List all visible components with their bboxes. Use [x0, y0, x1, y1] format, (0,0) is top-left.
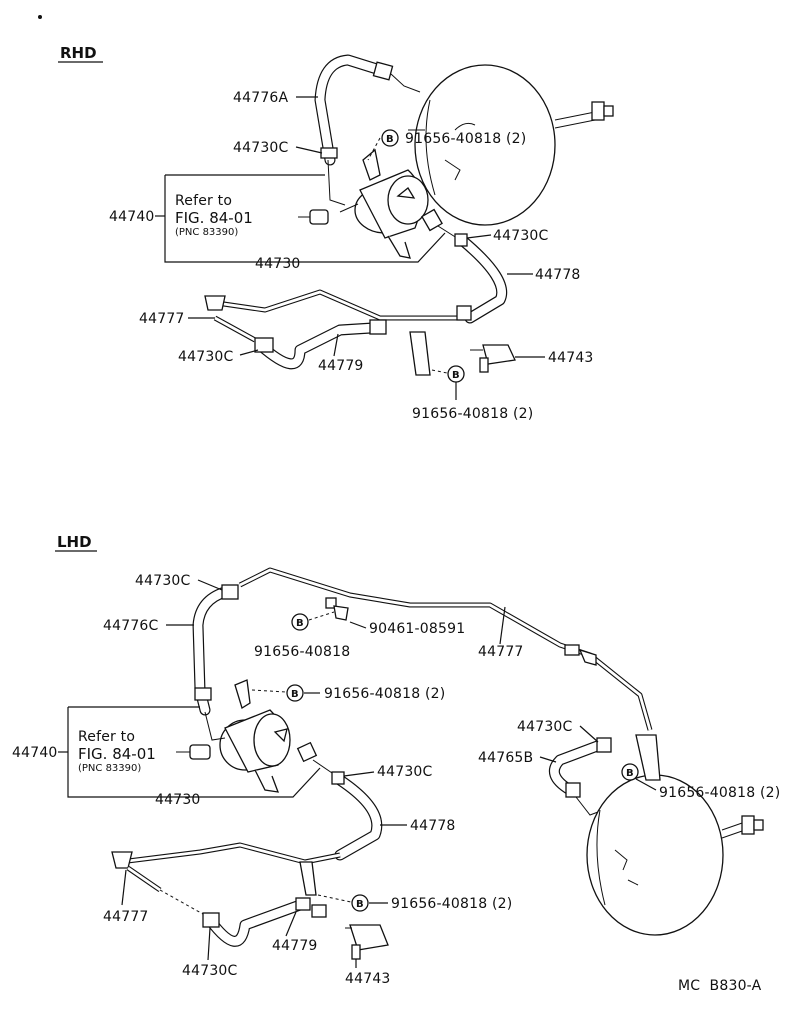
lhd-label-refer-to: Refer to	[78, 729, 135, 745]
lhd-bolt-leader-lower	[317, 894, 352, 903]
rhd-label-bolt-top: 91656-40818 (2)	[405, 131, 526, 147]
lhd-bolt-marker-bracket-text: B	[291, 689, 299, 700]
lhd-leader-44730c-bottom	[207, 927, 211, 961]
rhd-section: RHD	[58, 44, 614, 422]
rhd-hose-44779	[254, 319, 387, 370]
lhd-canister	[219, 679, 291, 793]
rhd-label-44740: 44740	[109, 209, 155, 225]
rhd-clamp-top-part	[320, 147, 338, 159]
rhd-leader-44730c-bottom	[239, 349, 259, 356]
rhd-label-44778: 44778	[535, 267, 581, 283]
lhd-label-44730c-right: 44730C	[377, 764, 433, 780]
lhd-hose-44776c	[192, 584, 239, 716]
rhd-label-44730c-top: 44730C	[233, 140, 289, 156]
rhd-brake-booster	[408, 64, 614, 226]
rhd-label-44730c-bottom: 44730C	[178, 349, 234, 365]
lhd-bolt-marker-lower-text: B	[356, 899, 364, 910]
lhd-valve-small	[176, 744, 211, 760]
lhd-label-90461: 90461-08591	[369, 621, 465, 637]
rhd-hose-44776a	[314, 54, 421, 166]
rhd-bolt-leader-bottom	[431, 369, 448, 374]
rhd-label-44743: 44743	[548, 350, 594, 366]
rhd-label-44776a: 44776A	[233, 90, 289, 106]
lhd-label-fig-ref: FIG. 84-01	[78, 745, 156, 763]
rhd-label-bolt-bottom: 91656-40818 (2)	[412, 406, 533, 422]
lhd-section: LHD	[12, 533, 780, 987]
rhd-bolt-marker-bottom-text: B	[452, 370, 460, 381]
lhd-label-bolt-lower: 91656-40818 (2)	[391, 896, 512, 912]
rhd-leader-44730c-top	[295, 146, 323, 154]
lhd-leader-44777-left	[121, 869, 127, 906]
rhd-valve-small	[298, 209, 329, 225]
lhd-leader-44765b	[539, 756, 557, 763]
rhd-callout-bracket	[164, 175, 446, 263]
rhd-pipe-to-canister	[327, 159, 346, 206]
rhd-bolt-leader-top	[367, 137, 381, 161]
lhd-leader-44779	[285, 911, 297, 937]
lhd-leader-44777-top	[499, 606, 506, 645]
lhd-bolt-marker-far	[621, 763, 639, 781]
lhd-leader-44730c-right	[343, 771, 375, 777]
lhd-bolt-marker-far-text: B	[626, 768, 634, 779]
lhd-leader-90461	[349, 621, 367, 629]
lhd-bolt-marker-lower	[351, 894, 369, 912]
rhd-lower-bracket	[409, 305, 472, 376]
lhd-canister-left-pipe	[204, 711, 226, 741]
lhd-label-44778: 44778	[410, 818, 456, 834]
lhd-label-44730c-bottom: 44730C	[182, 963, 238, 979]
lhd-leader-bolt-far	[635, 778, 657, 791]
lhd-label-44740: 44740	[12, 745, 58, 761]
lhd-bolt-leader-bracket	[251, 689, 287, 693]
rhd-label-44730: 44730	[255, 256, 301, 272]
lhd-label-44730: 44730	[155, 792, 201, 808]
lhd-pipe-44777-top	[238, 567, 653, 731]
lhd-label-44777-top: 44777	[478, 644, 524, 660]
lhd-pipe-44777-left	[111, 842, 341, 919]
lhd-label-44765b: 44765B	[478, 750, 533, 766]
lhd-label-bolt-a: 91656-40818	[254, 644, 350, 660]
lhd-valve-44743	[345, 924, 389, 960]
rhd-pipe-44777	[204, 289, 470, 343]
lhd-label-44730c-top: 44730C	[135, 573, 191, 589]
lhd-label-44730c-far: 44730C	[517, 719, 573, 735]
lhd-leader-44730c-far	[579, 725, 599, 743]
rhd-canister	[354, 148, 429, 259]
rhd-label-pnc: (PNC 83390)	[175, 227, 238, 238]
rhd-label-44777: 44777	[139, 311, 185, 327]
rhd-bolt-marker-top	[381, 129, 399, 147]
corner-dot	[38, 15, 42, 19]
lhd-brake-booster	[586, 774, 764, 936]
lhd-label-44776c: 44776C	[103, 618, 159, 634]
rhd-bolt-marker-top-text: B	[386, 134, 394, 145]
lhd-hose-44779	[202, 861, 327, 947]
lhd-bolt-marker-a-text: B	[296, 618, 304, 629]
lhd-label-44779: 44779	[272, 938, 318, 954]
rhd-valve-44743	[470, 344, 516, 373]
rhd-label-refer-to: Refer to	[175, 193, 232, 209]
lhd-leader-44730c-top	[197, 579, 223, 591]
lhd-label-pnc: (PNC 83390)	[78, 763, 141, 774]
rhd-hose-44778	[421, 208, 508, 324]
lhd-title: LHD	[57, 533, 92, 551]
lhd-label-44743: 44743	[345, 971, 391, 987]
lhd-bracket-90461	[325, 597, 349, 621]
rhd-canister-left-pipe	[339, 203, 359, 213]
lhd-hose-44765b	[548, 734, 661, 816]
lhd-label-44777-left: 44777	[103, 909, 149, 925]
rhd-label-44779: 44779	[318, 358, 364, 374]
lhd-bolt-marker-bracket	[286, 684, 304, 702]
lhd-label-bolt-bracket: 91656-40818 (2)	[324, 686, 445, 702]
rhd-label-fig-ref: FIG. 84-01	[175, 209, 253, 227]
lhd-label-bolt-far: 91656-40818 (2)	[659, 785, 780, 801]
rhd-leader-44779	[333, 333, 339, 357]
rhd-title: RHD	[60, 44, 97, 62]
lhd-bolt-leader-a	[308, 611, 335, 621]
rhd-label-44730c-right: 44730C	[493, 228, 549, 244]
lhd-hose-44778	[296, 741, 383, 861]
footer-code: MC B830-A	[678, 978, 762, 994]
lhd-bolt-marker-a	[291, 613, 309, 631]
rhd-leader-44730c-right	[466, 234, 492, 239]
